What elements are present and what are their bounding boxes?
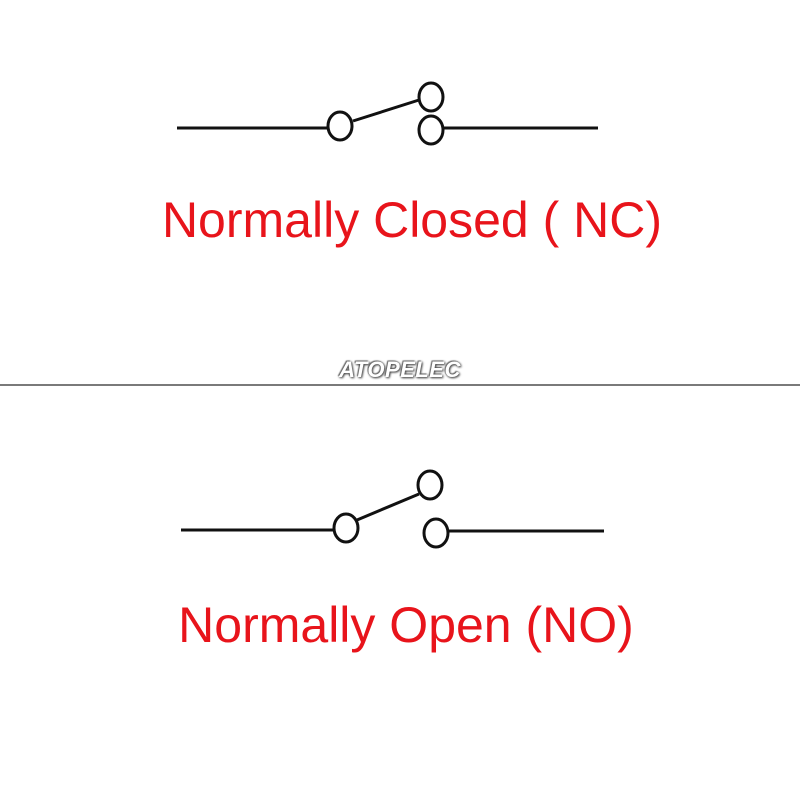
nc-left-terminal: [326, 110, 354, 142]
no-right-terminal: [422, 517, 450, 549]
no-upper-terminal: [416, 469, 444, 501]
watermark-logo: ATOPELEC: [339, 357, 461, 382]
no-contact-arm: [356, 492, 420, 522]
nc-switch-diagram: [177, 81, 598, 146]
nc-right-terminal: [417, 114, 445, 146]
no-left-terminal: [332, 512, 360, 544]
no-switch-symbol: [0, 460, 800, 560]
no-switch-diagram: [181, 469, 604, 549]
nc-switch-symbol: [0, 70, 800, 160]
section-divider: [0, 384, 800, 386]
no-caption: Normally Open (NO): [178, 597, 634, 653]
nc-upper-terminal: [417, 81, 445, 113]
nc-contact-arm: [352, 98, 420, 123]
nc-caption: Normally Closed ( NC): [161, 192, 663, 248]
